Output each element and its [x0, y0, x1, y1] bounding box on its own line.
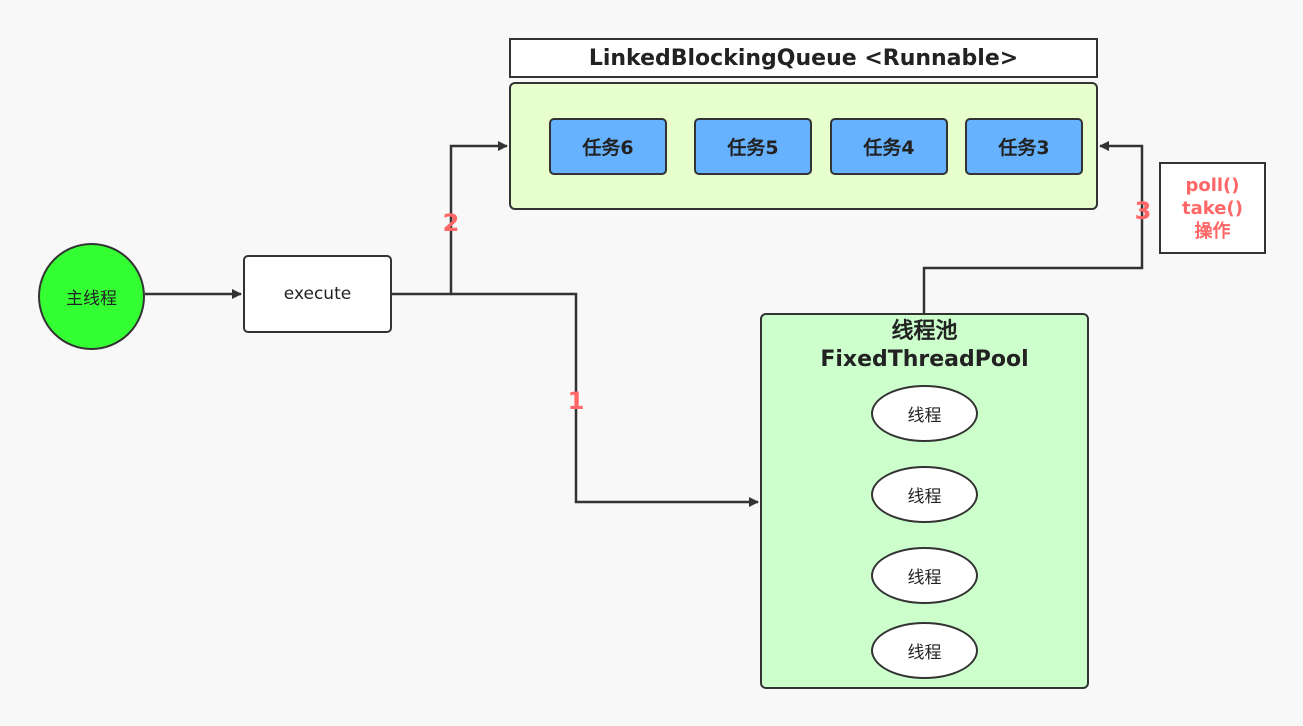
- arrow-pool-to-queue: [922, 141, 1144, 313]
- thread-pool-title-line2: FixedThreadPool: [820, 347, 1029, 372]
- thread-node-2: 线程: [871, 466, 978, 523]
- task-3: 任务3: [965, 118, 1083, 175]
- operation-poll: poll(): [1185, 174, 1240, 196]
- operation-label: 操作: [1194, 220, 1231, 242]
- operation-note: poll() take() 操作: [1159, 162, 1266, 254]
- main-thread-node: 主线程: [38, 243, 145, 350]
- thread-pool-title-line1: 线程池: [891, 319, 958, 344]
- task-4: 任务4: [830, 118, 948, 175]
- queue-title: LinkedBlockingQueue <Runnable>: [509, 38, 1098, 78]
- operation-take: take(): [1182, 197, 1243, 219]
- step-2-label: 2: [442, 209, 460, 237]
- thread-node-3: 线程: [871, 547, 978, 604]
- step-3-label: 3: [1134, 197, 1152, 225]
- task-6: 任务6: [549, 118, 667, 175]
- arrow-execute-to-pool: [451, 292, 759, 507]
- task-5: 任务5: [694, 118, 812, 175]
- arrow-execute-to-queue: [392, 141, 508, 296]
- thread-node-4: 线程: [871, 622, 978, 679]
- execute-node: execute: [243, 255, 392, 333]
- thread-node-1: 线程: [871, 385, 978, 442]
- step-1-label: 1: [567, 387, 585, 415]
- thread-pool-title: 线程池 FixedThreadPool: [760, 318, 1089, 374]
